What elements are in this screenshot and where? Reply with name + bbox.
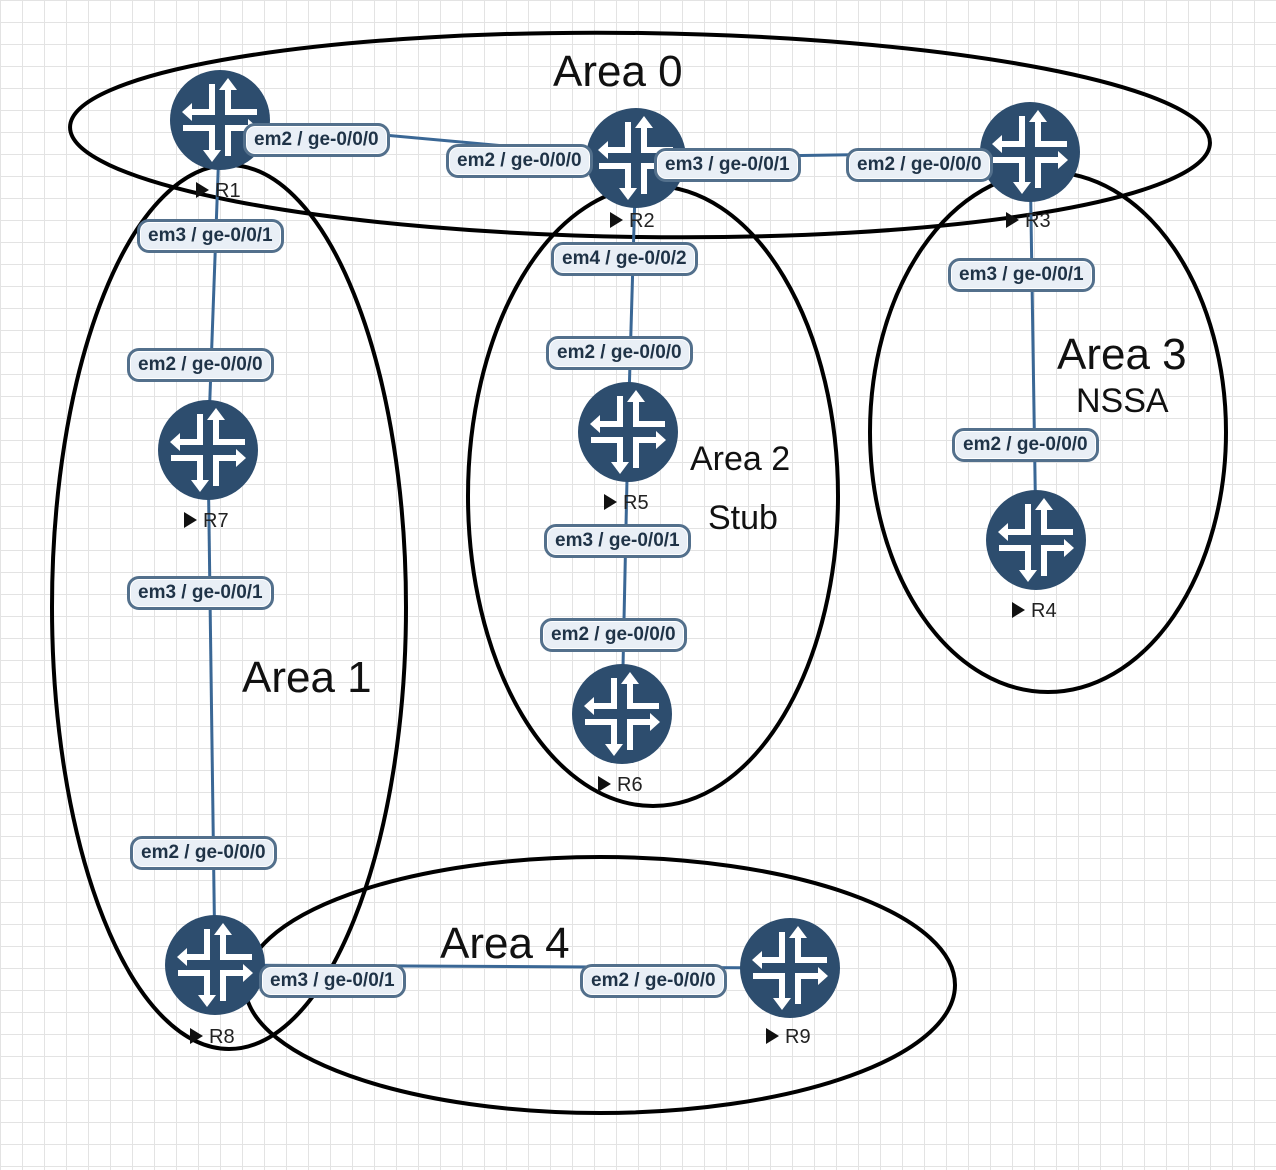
- area-4-label: Area 4: [440, 919, 570, 968]
- router-r4-icon[interactable]: [986, 490, 1086, 590]
- iface-r3-to-r4[interactable]: em3 / ge-0/0/1: [948, 258, 1095, 292]
- area-3-label: Area 3: [1057, 330, 1187, 379]
- router-r2-label: R2: [610, 211, 655, 231]
- link-r1-r7: [206, 119, 222, 451]
- iface-r2-to-r5[interactable]: em4 / ge-0/0/2: [551, 242, 698, 276]
- iface-r2-to-r3[interactable]: em3 / ge-0/0/1: [654, 148, 801, 182]
- router-label-text: R7: [203, 510, 229, 532]
- router-r1-label: R1: [196, 181, 241, 201]
- iface-r2-to-r1[interactable]: em2 / ge-0/0/0: [446, 144, 593, 178]
- iface-r1-to-r7[interactable]: em3 / ge-0/0/1: [137, 219, 284, 253]
- router-r6-icon[interactable]: [572, 664, 672, 764]
- link-r7-r8: [206, 449, 217, 966]
- iface-r3-to-r2[interactable]: em2 / ge-0/0/0: [846, 148, 993, 182]
- router-r8-icon[interactable]: [165, 915, 265, 1015]
- router-r7-label: R7: [184, 511, 229, 531]
- router-label-text: R5: [623, 492, 649, 514]
- play-icon: [1012, 602, 1025, 618]
- router-r7-icon[interactable]: [158, 400, 258, 500]
- router-r6-label: R6: [598, 775, 643, 795]
- iface-r6-to-r5[interactable]: em2 / ge-0/0/0: [540, 618, 687, 652]
- play-icon: [196, 182, 209, 198]
- play-icon: [766, 1028, 779, 1044]
- play-icon: [598, 776, 611, 792]
- play-icon: [604, 494, 617, 510]
- area-0-outline: [68, 30, 1212, 240]
- play-icon: [190, 1028, 203, 1044]
- router-r9-icon[interactable]: [740, 918, 840, 1018]
- router-label-text: R3: [1025, 210, 1051, 232]
- iface-r1-to-r2[interactable]: em2 / ge-0/0/0: [243, 123, 390, 157]
- router-label-text: R8: [209, 1026, 235, 1048]
- router-r5-icon[interactable]: [578, 382, 678, 482]
- router-label-text: R1: [215, 180, 241, 202]
- area-2-label: Area 2: [690, 440, 791, 478]
- router-r9-label: R9: [766, 1027, 811, 1047]
- router-r8-label: R8: [190, 1027, 235, 1047]
- iface-r4-to-r3[interactable]: em2 / ge-0/0/0: [952, 428, 1099, 462]
- play-icon: [610, 212, 623, 228]
- iface-r8-to-r9[interactable]: em3 / ge-0/0/1: [259, 964, 406, 998]
- router-r3-label: R3: [1006, 211, 1051, 231]
- router-label-text: R6: [617, 774, 643, 796]
- play-icon: [1006, 212, 1019, 228]
- iface-r8-to-r7[interactable]: em2 / ge-0/0/0: [130, 836, 277, 870]
- play-icon: [184, 512, 197, 528]
- iface-r5-to-r2[interactable]: em2 / ge-0/0/0: [546, 336, 693, 370]
- area-1-label: Area 1: [242, 653, 372, 702]
- router-r4-label: R4: [1012, 601, 1057, 621]
- router-label-text: R4: [1031, 600, 1057, 622]
- area-2-type: Stub: [708, 499, 778, 537]
- iface-r9-to-r8[interactable]: em2 / ge-0/0/0: [580, 964, 727, 998]
- area-3-type: NSSA: [1076, 382, 1169, 420]
- area-0-label: Area 0: [553, 47, 683, 96]
- iface-r7-to-r8[interactable]: em3 / ge-0/0/1: [127, 576, 274, 610]
- link-r3-r4: [1028, 151, 1038, 541]
- iface-r5-to-r6[interactable]: em3 / ge-0/0/1: [544, 524, 691, 558]
- router-r5-label: R5: [604, 493, 649, 513]
- router-label-text: R9: [785, 1026, 811, 1048]
- router-r3-icon[interactable]: [980, 102, 1080, 202]
- router-label-text: R2: [629, 210, 655, 232]
- iface-r7-to-r1[interactable]: em2 / ge-0/0/0: [127, 348, 274, 382]
